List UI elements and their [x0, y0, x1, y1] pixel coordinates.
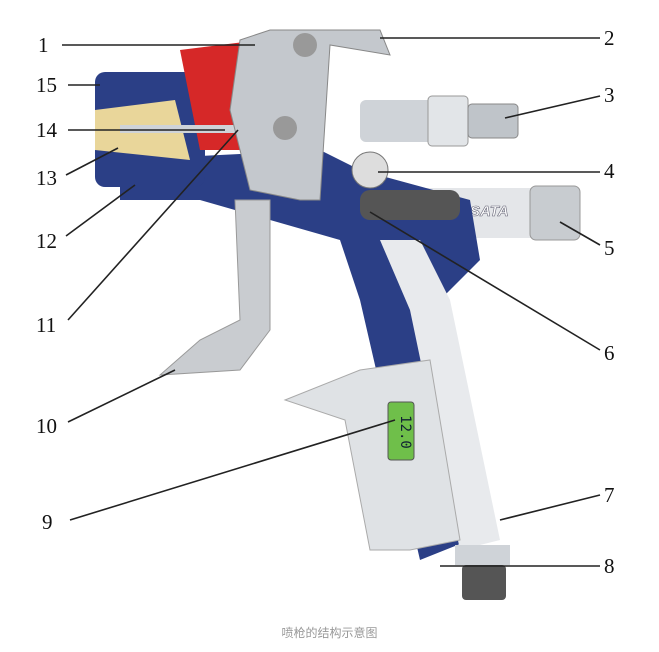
label-12: 12: [36, 229, 57, 253]
trigger: [158, 199, 271, 376]
brand-logo: SATA: [470, 203, 509, 220]
display-reading: 12.0: [397, 415, 413, 449]
label-14: 14: [36, 118, 57, 142]
label-9: 9: [42, 510, 53, 534]
label-11: 11: [36, 313, 57, 337]
label-2: 2: [604, 26, 615, 50]
label-5: 5: [604, 236, 615, 260]
grip: [283, 359, 461, 551]
label-4: 4: [604, 159, 615, 183]
label-6: 6: [604, 341, 615, 365]
gun-head: [229, 29, 391, 201]
fluid-adjust-knob: [360, 95, 519, 147]
label-1: 1: [38, 33, 49, 57]
handle-front: [380, 240, 500, 550]
air-valve: [360, 190, 460, 220]
label-13: 13: [36, 166, 57, 190]
label-10: 10: [36, 414, 57, 438]
spindle-gear: [351, 151, 389, 189]
leader-lines: [62, 37, 601, 567]
label-3: 3: [604, 83, 615, 107]
needle: [120, 125, 280, 133]
screw: [273, 116, 297, 140]
label-7: 7: [604, 483, 615, 507]
figure-caption: 喷枪的结构示意图: [281, 626, 378, 640]
air-connector: [462, 565, 506, 600]
digital-pressure-display: [387, 401, 415, 461]
air-inlet: [455, 545, 510, 565]
label-8: 8: [604, 554, 615, 578]
label-15: 15: [36, 73, 57, 97]
screw: [293, 33, 317, 57]
